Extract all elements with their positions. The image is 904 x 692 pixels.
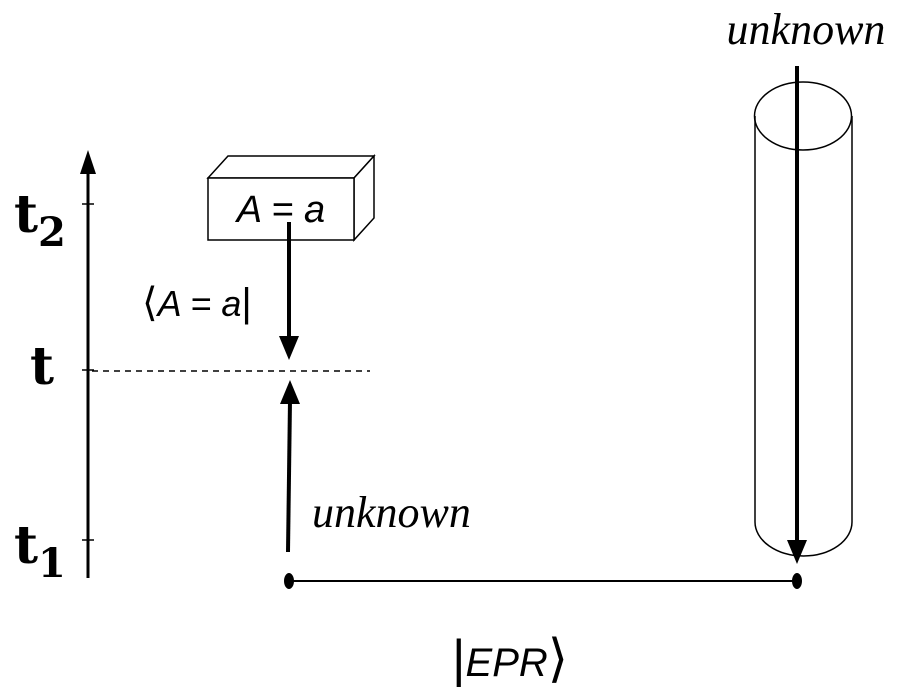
- label-t2: t2: [14, 184, 66, 256]
- epr-label: |EPR⟩: [452, 630, 568, 688]
- cylinder: [753, 81, 853, 557]
- epr-left-endpoint: [284, 573, 294, 589]
- time-axis-arrowhead: [80, 150, 96, 174]
- box-label: A = a: [235, 189, 325, 231]
- unknown-left-label: unknown: [312, 488, 471, 537]
- label-t: t: [30, 336, 54, 397]
- bra-arrowhead: [279, 336, 299, 360]
- measurement-box: A = a: [206, 154, 376, 242]
- epr-right-endpoint: [792, 573, 802, 589]
- right-arrowhead: [787, 540, 807, 564]
- cylinder-top: [753, 81, 853, 151]
- ket-arrowhead: [280, 380, 300, 404]
- bra-label: ⟨A = a|: [142, 281, 252, 325]
- cylinder-bottom: [754, 521, 853, 557]
- unknown-right-label: unknown: [727, 5, 886, 54]
- box-top-face: [206, 155, 376, 179]
- box-front-face: [207, 177, 355, 241]
- ket-arrow-line: [286, 399, 292, 553]
- time-axis: [80, 150, 96, 578]
- label-t1: t1: [14, 515, 66, 587]
